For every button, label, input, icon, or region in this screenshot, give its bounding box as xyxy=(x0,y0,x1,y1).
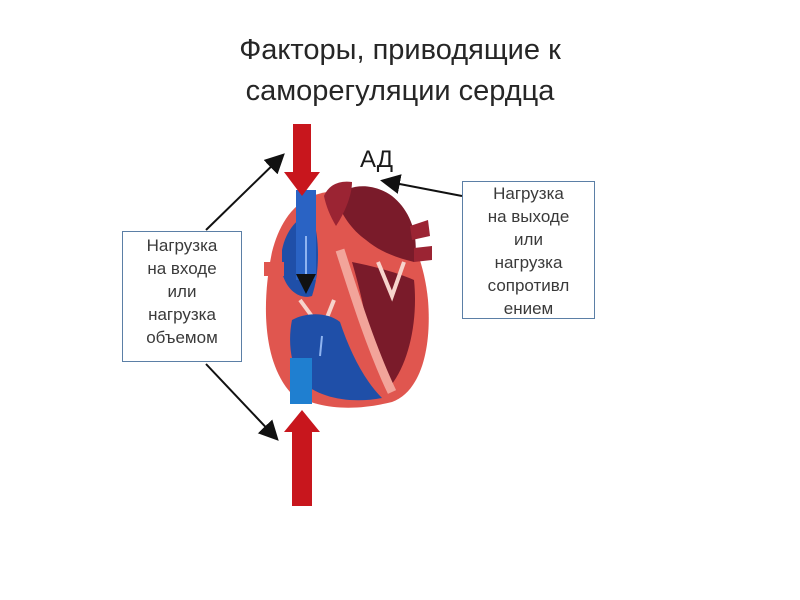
inferior-vena-cava xyxy=(290,358,312,404)
input-load-line-4: нагрузка xyxy=(148,305,216,324)
left-atrium xyxy=(336,186,416,262)
left-ventricle xyxy=(352,262,416,384)
septum xyxy=(335,248,397,394)
flow-arrow-lower xyxy=(319,335,323,357)
superior-vena-cava xyxy=(296,190,316,280)
input-load-line-5: объемом xyxy=(146,328,218,347)
heart-illustration xyxy=(264,181,432,408)
pulmonary-vessel-right-2 xyxy=(414,246,432,262)
output-load-line-6: ением xyxy=(503,299,554,318)
top-red-arrow xyxy=(284,124,320,196)
input-load-line-2: на входе xyxy=(147,259,217,278)
output-load-line-4: нагрузка xyxy=(494,253,563,272)
right-ventricle xyxy=(290,314,382,401)
bottom-red-arrow xyxy=(284,410,320,506)
input-load-line-1: Нагрузка xyxy=(146,236,218,255)
pointer-arrow-input-bottom xyxy=(205,363,279,441)
output-load-line-2: на выходе xyxy=(487,207,570,226)
input-load-callout: Нагрузка на входе или нагрузка объемом xyxy=(122,231,242,362)
pointer-arrow-input-top xyxy=(205,153,285,231)
title-line-2: саморегуляции сердца xyxy=(245,75,555,107)
valve-flap-right xyxy=(376,261,406,302)
pressure-label: АД xyxy=(360,146,394,173)
title-line-1: Факторы, приводящие к xyxy=(239,34,561,66)
pulmonary-vessel-right xyxy=(410,220,430,240)
pointer-arrow-output xyxy=(380,174,463,197)
output-load-line-5: сопротивл xyxy=(487,276,570,295)
pulmonary-vessel-left xyxy=(264,262,284,276)
input-load-line-3: или xyxy=(167,282,197,301)
output-load-callout: Нагрузка на выходе или нагрузка сопротив… xyxy=(462,181,595,319)
output-load-line-3: или xyxy=(514,230,543,249)
slide-title: Факторы, приводящие к саморегуляции серд… xyxy=(120,30,680,112)
output-load-line-1: Нагрузка xyxy=(493,184,564,203)
aortic-arch xyxy=(324,181,352,226)
